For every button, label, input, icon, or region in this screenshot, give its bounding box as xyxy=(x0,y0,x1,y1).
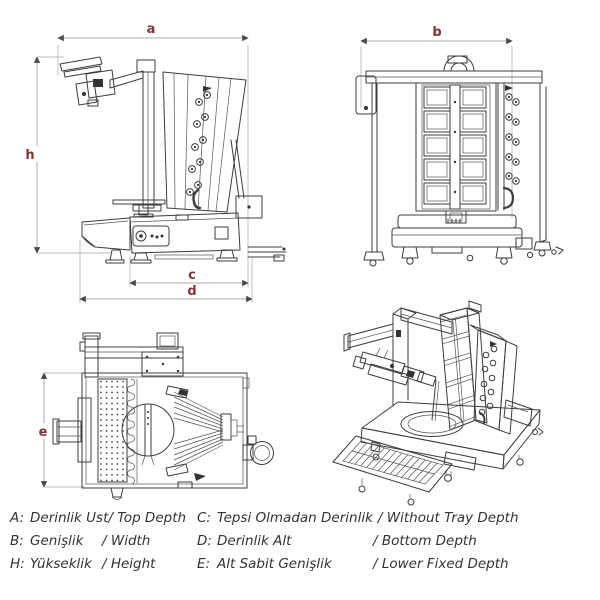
legend-turkish-label: Genişlik xyxy=(30,533,84,549)
right-wall xyxy=(533,82,564,257)
dimension-d: d xyxy=(79,240,253,303)
base-body xyxy=(129,212,241,254)
legend-english-label: / Bottom Depth xyxy=(373,533,477,549)
burner-panel xyxy=(162,71,263,219)
left-wall xyxy=(363,82,385,267)
dimension-b: b xyxy=(360,25,513,218)
motor-arm xyxy=(59,56,144,107)
dimension-label-b: b xyxy=(432,25,441,40)
legend-letter: C: xyxy=(197,510,211,526)
burner-grid xyxy=(415,82,497,212)
top-body xyxy=(81,372,250,489)
perforated-tray xyxy=(97,378,138,485)
legend-letter: B: xyxy=(10,533,24,549)
legend-english-label: / Without Tray Depth xyxy=(377,510,519,526)
legend-turkish-label: Tepsi Olmadan Derinlik xyxy=(217,510,373,526)
isometric-view-drawing xyxy=(332,300,544,506)
burner-knobs xyxy=(186,91,211,196)
top-view-drawing: e xyxy=(36,332,274,500)
iso-knob-panel xyxy=(469,324,518,435)
iso-burner-column xyxy=(439,300,488,431)
dimension-label-a: a xyxy=(147,22,156,37)
dimension-a: a xyxy=(57,22,249,287)
front-base xyxy=(391,214,534,265)
left-shaft xyxy=(52,397,92,463)
legend-english-label: / Top Depth xyxy=(108,510,187,526)
legend-english-label: / Height xyxy=(102,556,156,572)
motor-dome xyxy=(443,55,475,72)
knob-strip xyxy=(497,82,520,211)
legend-row-d: D: Derinlik Alt / Bottom Depth xyxy=(197,530,592,553)
burner-fins xyxy=(165,385,244,481)
legend-row-a: A: Derinlik Ust / Top Depth xyxy=(10,507,197,530)
legend-row-b: B: Genişlik / Width xyxy=(10,530,197,553)
legend-english-label: / Lower Fixed Depth xyxy=(373,556,509,572)
iso-mast xyxy=(392,307,453,407)
mast xyxy=(132,59,162,212)
legend-column-left: A: Derinlik Ust / Top Depth B: Genişlik … xyxy=(10,507,197,576)
front-view-drawing: b xyxy=(355,25,564,267)
dimension-label-d: d xyxy=(187,284,196,299)
dimension-label-e: e xyxy=(39,425,48,440)
bottom-foot xyxy=(110,487,124,500)
side-pot xyxy=(242,435,274,465)
dimension-c: c xyxy=(129,256,249,287)
iso-motor-arm xyxy=(343,323,437,387)
legend-letter: A: xyxy=(10,510,25,526)
rotating-plate xyxy=(112,199,166,218)
legend: A: Derinlik Ust / Top Depth B: Genişlik … xyxy=(10,507,592,576)
left-bracket xyxy=(355,75,377,115)
feet xyxy=(130,249,238,264)
top-mast-structure xyxy=(79,332,184,378)
side-grill xyxy=(247,246,287,262)
legend-row-h: H: Yükseklik / Height xyxy=(10,553,197,576)
dimension-label-h: h xyxy=(25,148,34,163)
legend-letter: D: xyxy=(197,533,212,549)
legend-letter: E: xyxy=(197,556,211,572)
dimension-h: h xyxy=(25,56,110,254)
iso-tray xyxy=(332,435,453,506)
iso-base xyxy=(360,399,544,482)
legend-column-right: C: Tepsi Olmadan Derinlik / Without Tray… xyxy=(197,507,592,576)
legend-turkish-label: Derinlik Alt xyxy=(217,533,292,549)
side-view-drawing: a h xyxy=(25,22,287,303)
legend-turkish-label: Yükseklik xyxy=(30,556,92,572)
plate-circle xyxy=(121,403,175,466)
legend-row-e: E: Alt Sabit Genişlik / Lower Fixed Dept… xyxy=(197,553,592,576)
legend-row-c: C: Tepsi Olmadan Derinlik / Without Tray… xyxy=(197,507,592,530)
top-bar xyxy=(365,55,543,84)
dimension-label-c: c xyxy=(188,268,196,283)
legend-turkish-label: Derinlik Ust xyxy=(30,510,109,526)
legend-turkish-label: Alt Sabit Genişlik xyxy=(217,556,332,572)
legend-english-label: / Width xyxy=(102,533,151,549)
iso-skewer xyxy=(431,379,440,422)
dimension-e: e xyxy=(36,372,84,488)
drip-tray xyxy=(81,217,131,264)
legend-letter: H: xyxy=(10,556,25,572)
